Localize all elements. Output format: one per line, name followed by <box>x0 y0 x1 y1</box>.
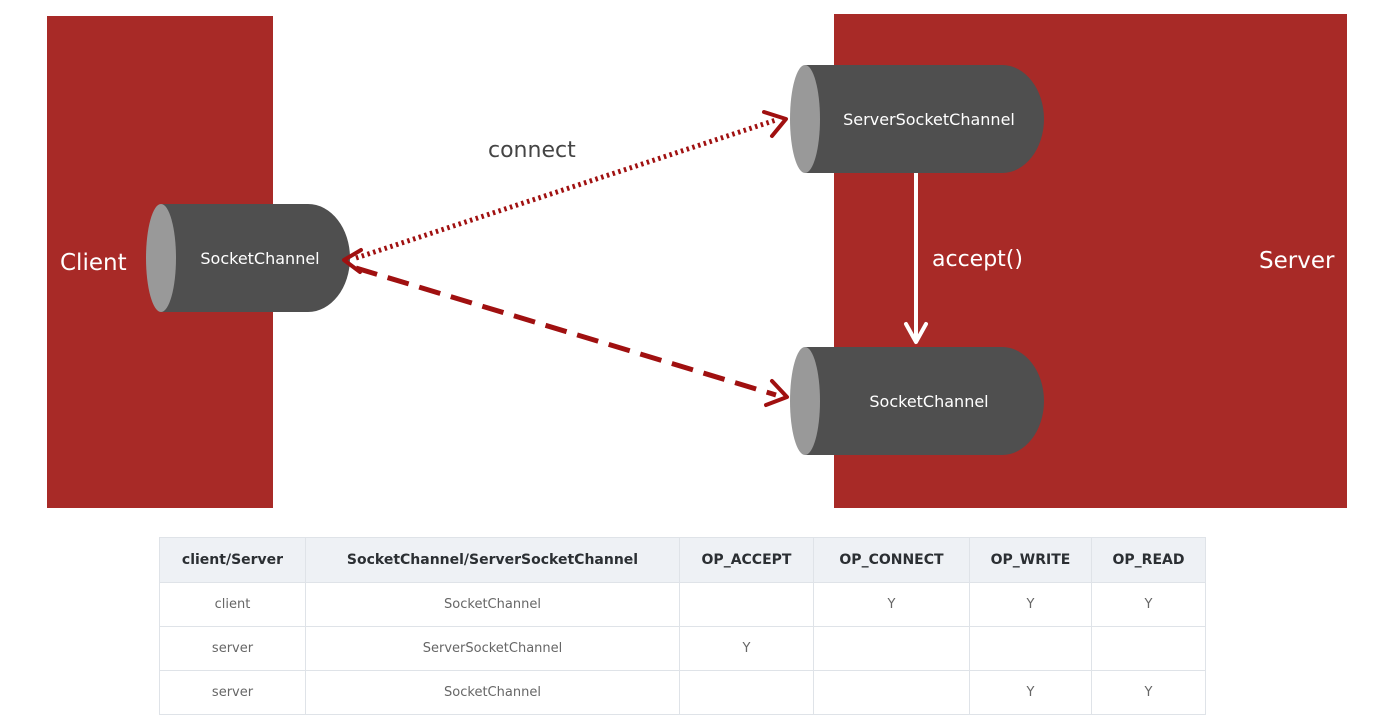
table-cell <box>1091 626 1206 671</box>
pipe-body <box>161 204 350 312</box>
table-header-row: client/Server SocketChannel/ServerSocket… <box>159 537 1206 583</box>
server-label: Server <box>1259 248 1335 274</box>
table-cell: Y <box>1091 670 1206 715</box>
table-cell <box>969 626 1092 671</box>
header-op-connect: OP_CONNECT <box>813 537 970 583</box>
table-cell: server <box>159 626 306 671</box>
data-arrow-line <box>355 265 777 398</box>
table-cell <box>813 670 970 715</box>
pipe-end <box>790 347 820 455</box>
connect-arrowhead-server <box>762 110 788 138</box>
pipe-body <box>805 347 1044 455</box>
table-cell: SocketChannel <box>305 582 680 627</box>
data-arrowhead <box>764 379 789 407</box>
table-cell: Y <box>1091 582 1206 627</box>
table-cell <box>679 670 814 715</box>
header-op-read: OP_READ <box>1091 537 1206 583</box>
table-cell <box>679 582 814 627</box>
header-channel-type: SocketChannel/ServerSocketChannel <box>305 537 680 583</box>
server-socket-channel-pipe: ServerSocketChannel <box>790 65 1044 173</box>
client-socket-channel-pipe: SocketChannel <box>146 204 350 312</box>
pipe-label: SocketChannel <box>869 391 989 411</box>
header-op-write: OP_WRITE <box>969 537 1092 583</box>
accept-label: accept() <box>932 247 1023 272</box>
connect-label: connect <box>488 138 576 163</box>
table-cell: client <box>159 582 306 627</box>
table-row: server SocketChannel Y Y <box>159 670 1206 715</box>
table-cell: server <box>159 670 306 715</box>
table-row: server ServerSocketChannel Y <box>159 626 1206 671</box>
table-cell: Y <box>813 582 970 627</box>
table-cell: ServerSocketChannel <box>305 626 680 671</box>
pipe-end <box>790 65 820 173</box>
table-row: client SocketChannel Y Y Y <box>159 582 1206 627</box>
interest-ops-table: client/Server SocketChannel/ServerSocket… <box>159 537 1206 715</box>
client-label: Client <box>60 250 127 276</box>
accepted-socket-channel-pipe: SocketChannel <box>790 347 1044 455</box>
table-cell <box>813 626 970 671</box>
table-cell: Y <box>969 582 1092 627</box>
table-cell: Y <box>679 626 814 671</box>
pipe-label: ServerSocketChannel <box>843 109 1015 129</box>
header-role: client/Server <box>159 537 306 583</box>
pipe-end <box>146 204 176 312</box>
pipe-label: SocketChannel <box>200 248 320 268</box>
table-cell: Y <box>969 670 1092 715</box>
table-cell: SocketChannel <box>305 670 680 715</box>
header-op-accept: OP_ACCEPT <box>679 537 814 583</box>
pipe-body <box>805 65 1044 173</box>
